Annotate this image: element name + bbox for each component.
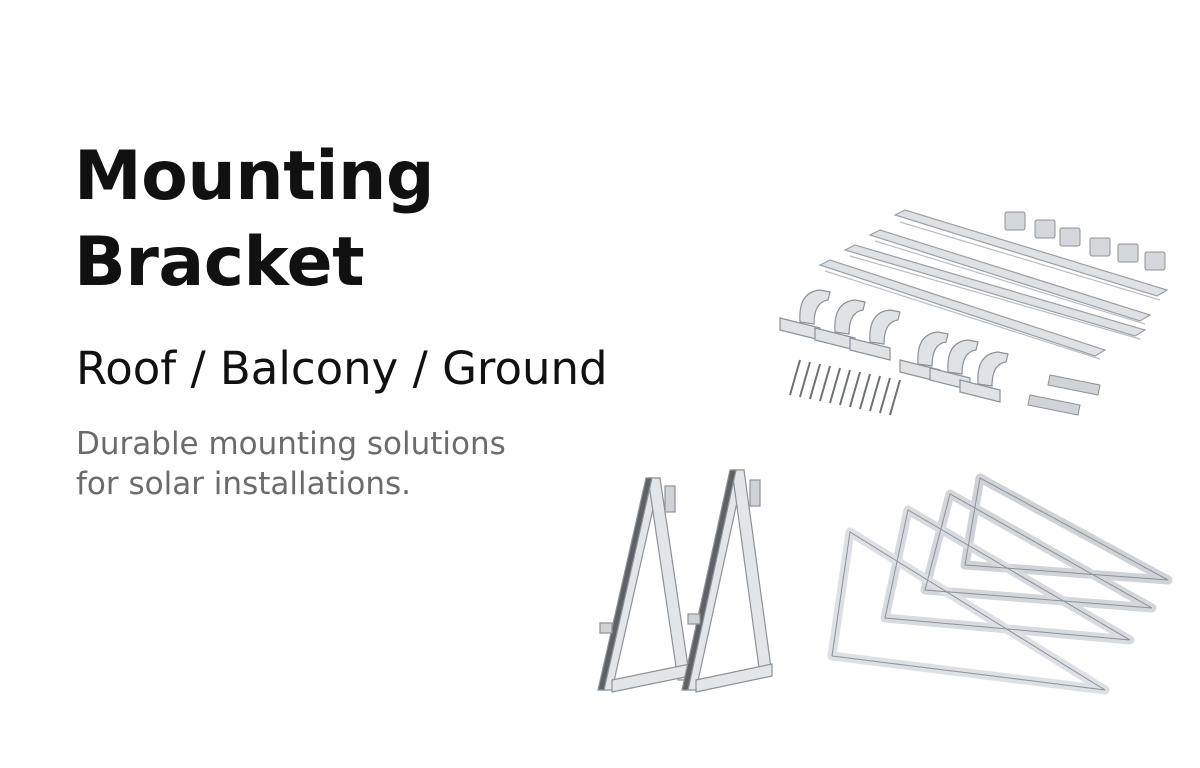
- description-line-1: Durable mounting solutions: [76, 426, 506, 462]
- description: Durable mounting solutions for solar ins…: [76, 424, 506, 504]
- ground-bracket-outline: [831, 477, 1169, 691]
- balcony-bracket-left: [597, 477, 691, 693]
- clamp-group: [1004, 211, 1166, 271]
- page-title: Mounting Bracket: [74, 134, 435, 306]
- screw-group: [789, 359, 901, 416]
- ground-bracket-group: [827, 473, 1173, 695]
- plate-group: [1027, 374, 1101, 416]
- balcony-bracket-right: [681, 469, 773, 693]
- title-line-1: Mounting: [74, 136, 435, 216]
- description-line-2: for solar installations.: [76, 466, 411, 502]
- subtitle: Roof / Balcony / Ground: [76, 342, 608, 395]
- roof-hook-group: [779, 289, 1009, 403]
- title-line-2: Bracket: [74, 222, 365, 302]
- rail-group: [818, 209, 1169, 360]
